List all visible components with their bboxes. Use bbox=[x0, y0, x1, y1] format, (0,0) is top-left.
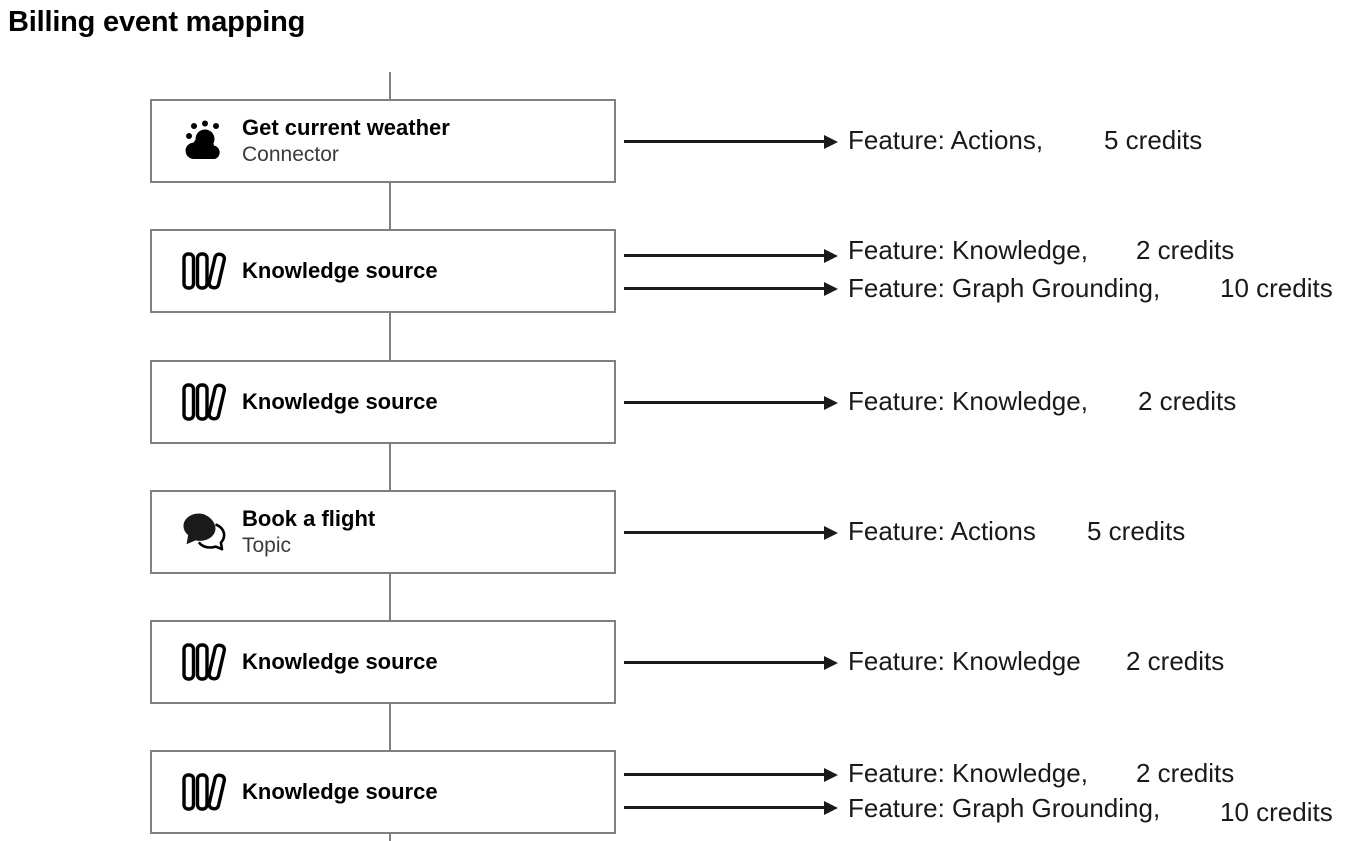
node-text: Knowledge source bbox=[242, 778, 438, 806]
node-text: Knowledge source bbox=[242, 648, 438, 676]
edge-label: Feature: Graph Grounding, bbox=[848, 793, 1161, 823]
knowledge-books-icon bbox=[176, 641, 232, 683]
edge-arrow bbox=[624, 249, 838, 263]
edge-label: Feature: Knowledge bbox=[848, 646, 1081, 676]
edge-label: Feature: Knowledge, bbox=[848, 235, 1088, 265]
node-text: Knowledge source bbox=[242, 257, 438, 285]
edge-arrow bbox=[624, 656, 838, 670]
edge-arrow bbox=[624, 282, 838, 296]
edge-arrow bbox=[624, 396, 838, 410]
edge-arrow bbox=[624, 768, 838, 782]
node-text: Book a flight Topic bbox=[242, 505, 375, 559]
node-title: Knowledge source bbox=[242, 649, 438, 675]
edge-label: Feature: Graph Grounding, bbox=[848, 273, 1161, 303]
knowledge-books-icon bbox=[176, 381, 232, 423]
weather-cloud-sun-icon bbox=[176, 120, 232, 162]
edge-credits: 2 credits bbox=[1136, 235, 1235, 265]
node-box[interactable]: Knowledge source bbox=[150, 229, 616, 313]
edge-arrow bbox=[624, 526, 838, 540]
edge-arrow bbox=[624, 135, 838, 149]
edge-label: Feature: Actions bbox=[848, 516, 1036, 546]
page-title: Billing event mapping bbox=[8, 6, 306, 38]
node-subtitle: Connector bbox=[242, 142, 339, 166]
edge-label: Feature: Knowledge, bbox=[848, 758, 1088, 788]
topic-chat-bubbles-icon bbox=[176, 511, 232, 553]
edge-credits: 5 credits bbox=[1087, 516, 1186, 546]
edge-credits: 2 credits bbox=[1126, 646, 1225, 676]
edge-label: Feature: Actions, bbox=[848, 125, 1044, 155]
node-title: Knowledge source bbox=[242, 779, 438, 805]
node-box[interactable]: Knowledge source bbox=[150, 750, 616, 834]
node-title: Knowledge source bbox=[242, 389, 438, 415]
edge-credits: 10 credits bbox=[1220, 273, 1333, 303]
node-box[interactable]: Get current weather Connector bbox=[150, 99, 616, 183]
node-subtitle: Topic bbox=[242, 533, 292, 557]
knowledge-books-icon bbox=[176, 250, 232, 292]
node-box[interactable]: Knowledge source bbox=[150, 360, 616, 444]
edge-credits: 10 credits bbox=[1220, 797, 1333, 827]
node-box[interactable]: Book a flight Topic bbox=[150, 490, 616, 574]
edge-arrow bbox=[624, 801, 838, 815]
node-text: Knowledge source bbox=[242, 388, 438, 416]
edge-credits: 2 credits bbox=[1136, 758, 1235, 788]
edge-credits: 2 credits bbox=[1138, 386, 1237, 416]
node-title: Book a flight bbox=[242, 506, 376, 532]
edge-credits: 5 credits bbox=[1104, 125, 1203, 155]
edge-label: Feature: Knowledge, bbox=[848, 386, 1088, 416]
node-title: Knowledge source bbox=[242, 258, 438, 284]
node-title: Get current weather bbox=[242, 115, 450, 141]
node-text: Get current weather Connector bbox=[242, 114, 450, 168]
vertical-connector-line bbox=[389, 72, 391, 841]
knowledge-books-icon bbox=[176, 771, 232, 813]
node-box[interactable]: Knowledge source bbox=[150, 620, 616, 704]
